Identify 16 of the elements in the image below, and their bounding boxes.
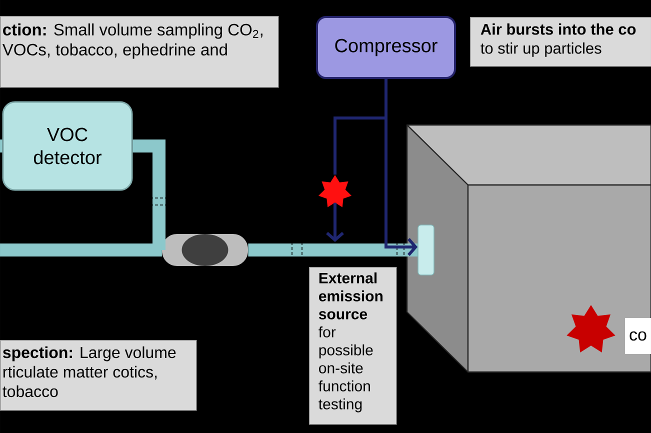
note-box: Air bursts into the co to stir up particles	[470, 17, 651, 67]
pipe	[0, 244, 162, 256]
nozzle	[418, 224, 434, 276]
note-box: External emission source for possible on-site function testing	[309, 267, 397, 425]
note-box: ction: Small volume sampling CO$_{2}$, VOCs, tobacco, ephedrine and	[0, 16, 279, 88]
line	[334, 79, 388, 175]
arrow	[326, 202, 344, 242]
star-burst	[318, 175, 352, 208]
pipe	[0, 140, 2, 152]
chamber-cube	[406, 124, 651, 373]
label-box: co	[625, 318, 651, 354]
note-box: spection: Large volume rticulate matter cotics, tobacco	[0, 340, 197, 411]
device-box: Compressor	[316, 16, 456, 79]
star-burst	[566, 305, 616, 353]
device-box: VOC detector	[2, 101, 133, 191]
pipe	[248, 244, 418, 256]
